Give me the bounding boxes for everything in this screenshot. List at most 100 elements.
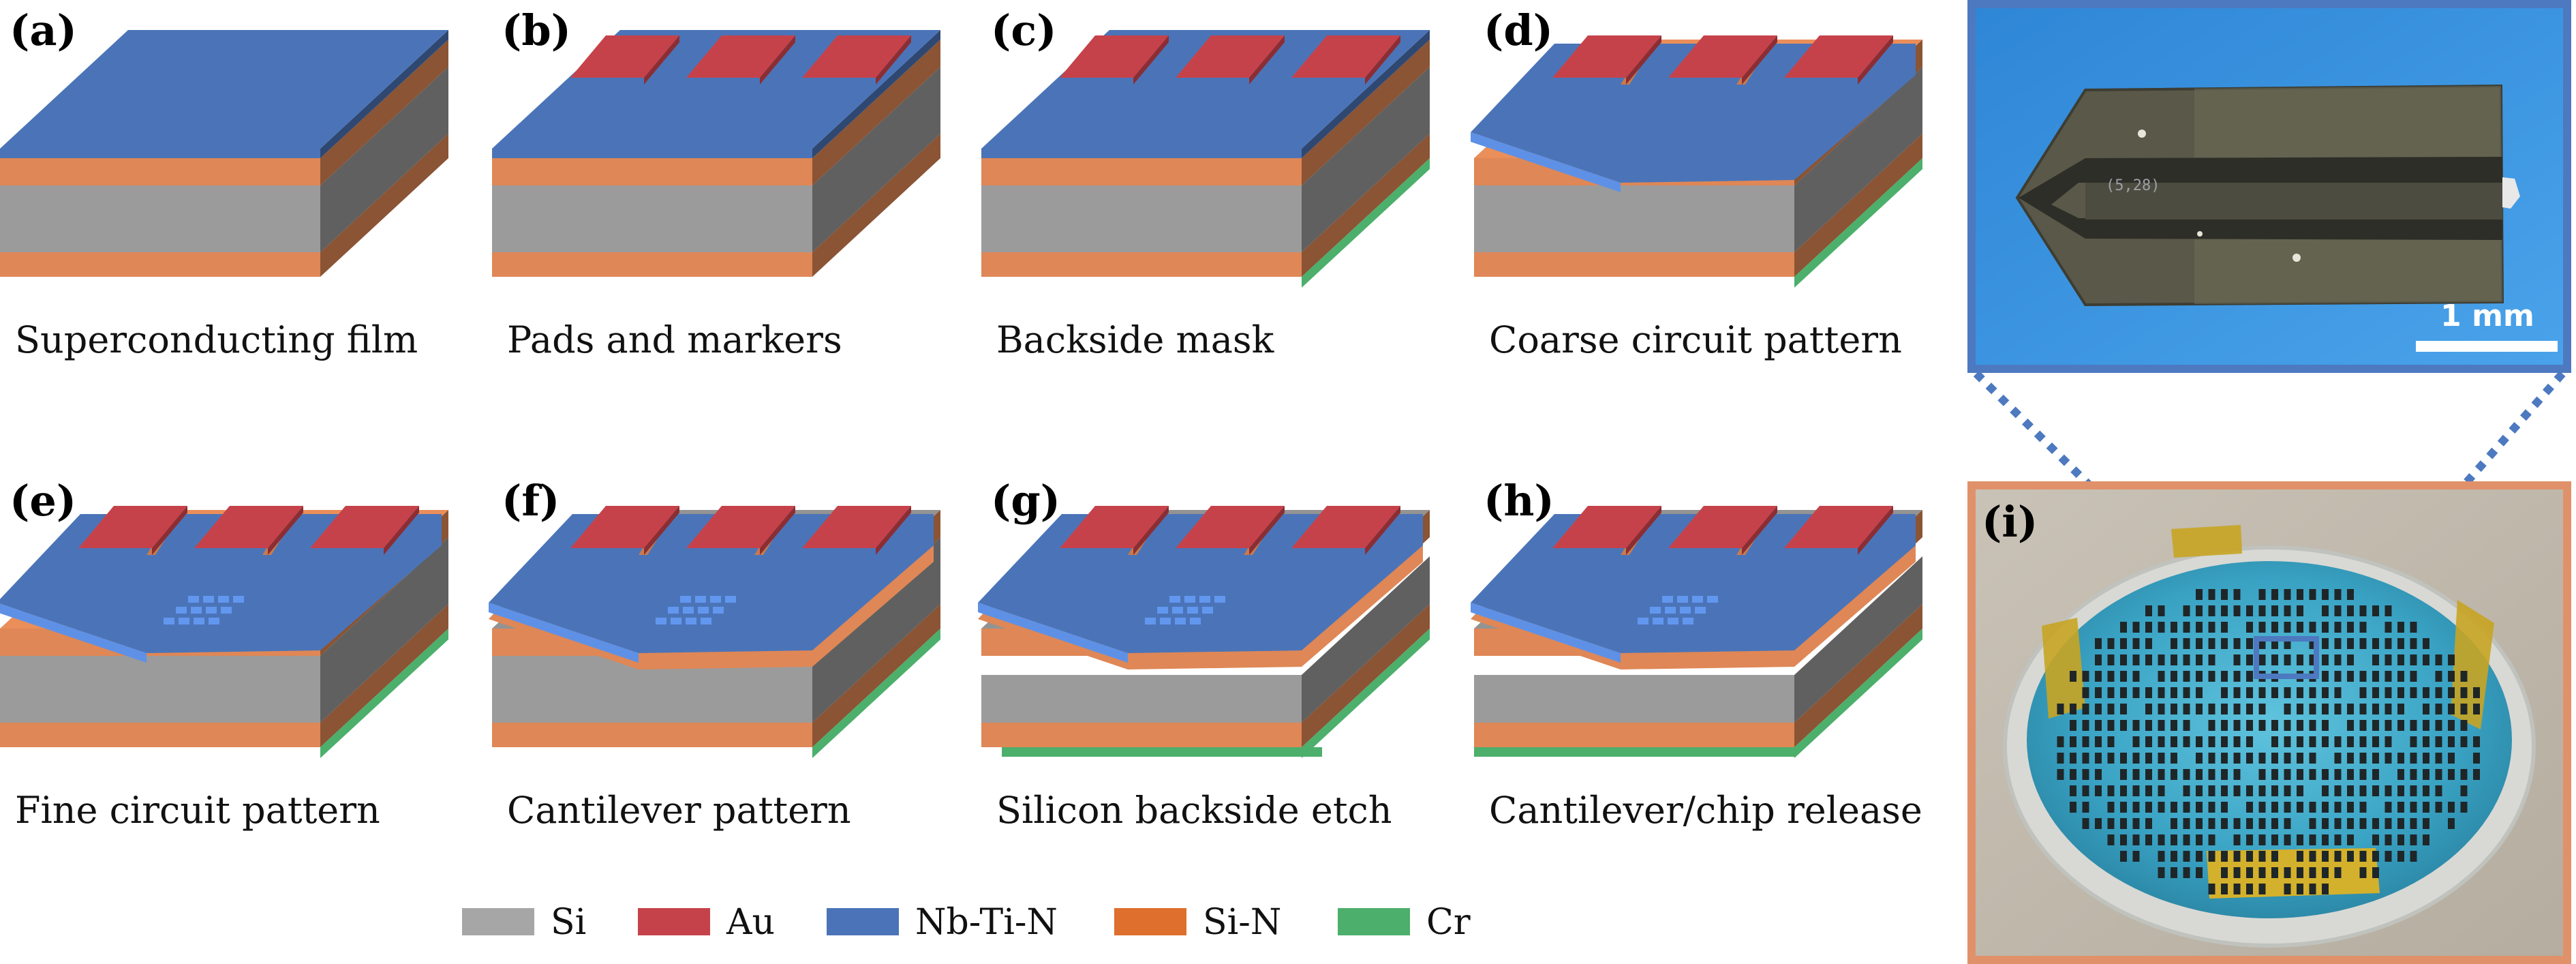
cr-side xyxy=(1794,158,1922,288)
wafer-chip xyxy=(2258,654,2266,665)
wafer-chip xyxy=(2132,753,2140,764)
wafer-chip xyxy=(2258,687,2266,698)
wafer-chip xyxy=(2322,867,2329,878)
wafer-chip xyxy=(2233,736,2241,747)
fine-structure xyxy=(1665,607,1676,614)
wafer-chip xyxy=(2196,769,2203,780)
wafer-chip xyxy=(2120,654,2127,665)
wafer-chip xyxy=(2359,818,2367,829)
au-pad xyxy=(1784,506,1893,548)
wafer-chip xyxy=(2258,785,2266,796)
wafer-chip xyxy=(2233,704,2241,714)
wafer-chip xyxy=(2334,622,2342,633)
wafer-chip xyxy=(2372,834,2379,845)
wafer-chip xyxy=(2385,622,2392,633)
au-pad-side xyxy=(760,35,795,85)
wafer-chip xyxy=(2397,769,2404,780)
si-n-bottom-side xyxy=(1794,134,1922,277)
fine-structure xyxy=(668,607,679,614)
nb-ti-n-edge xyxy=(1471,603,1621,663)
panel-label: (a) xyxy=(10,5,77,55)
wafer-chip xyxy=(2334,818,2342,829)
wafer-chip xyxy=(2221,720,2228,731)
wafer-chip xyxy=(2233,605,2241,616)
si-core-front xyxy=(492,185,812,252)
wafer-chip xyxy=(2171,671,2177,682)
wafer-chip xyxy=(2284,867,2291,878)
au-pad-side xyxy=(760,506,795,555)
wafer-chip xyxy=(2309,638,2316,649)
wafer-chip xyxy=(2397,802,2404,813)
fine-structure xyxy=(218,596,229,603)
wafer-chip xyxy=(2171,704,2177,714)
scale-bar xyxy=(2416,341,2558,352)
wafer-chip xyxy=(2183,834,2190,845)
wafer-chip xyxy=(2196,671,2203,682)
wafer-chip xyxy=(2221,622,2228,633)
si-n-bottom-side xyxy=(1302,604,1430,747)
wafer-chip xyxy=(2410,753,2417,764)
wafer-chip xyxy=(2196,622,2203,633)
fine-structure xyxy=(1184,596,1195,603)
nb-ti-n-cantilever xyxy=(1471,44,1916,183)
fine-structure xyxy=(1202,607,1213,614)
wafer-chip xyxy=(2246,785,2253,796)
wafer-chip xyxy=(2107,687,2115,698)
wafer-chip xyxy=(2132,654,2140,665)
cr-side xyxy=(1302,158,1430,288)
wafer-chip xyxy=(2107,785,2115,796)
au-pad-side xyxy=(1365,506,1400,555)
wafer-chip xyxy=(2196,605,2203,616)
wafer-chip xyxy=(2385,851,2392,862)
wafer-chip xyxy=(2158,720,2165,731)
wafer-chip xyxy=(2284,753,2291,764)
fine-structure xyxy=(206,607,217,614)
wafer-chip xyxy=(2309,687,2316,698)
wafer-chip xyxy=(2070,753,2076,764)
wafer-chip xyxy=(2423,638,2429,649)
wafer-chip xyxy=(2309,704,2316,714)
au-pad xyxy=(310,506,419,548)
fine-structure xyxy=(1199,596,1210,603)
wafer-chip xyxy=(2322,851,2329,862)
layer-stack xyxy=(1471,506,1922,758)
wafer-chip xyxy=(2246,736,2253,747)
fine-structure xyxy=(1653,618,1663,624)
wafer-chip xyxy=(2271,687,2278,698)
wafer-chip xyxy=(2284,704,2291,714)
fine-structure xyxy=(1677,596,1688,603)
wafer-chip xyxy=(2183,638,2190,649)
wafer-chip xyxy=(2460,671,2468,682)
fine-structure xyxy=(1160,618,1171,624)
wafer-chip xyxy=(2448,818,2455,829)
wafer-chip xyxy=(2410,638,2417,649)
wafer-chip xyxy=(2410,720,2417,731)
au-pad xyxy=(686,506,795,548)
panel-caption: Silicon backside etch xyxy=(996,789,1392,832)
wafer-chip xyxy=(2246,654,2253,665)
wafer-chip xyxy=(2397,851,2404,862)
wafer-chip xyxy=(2423,785,2429,796)
wafer-chip xyxy=(2095,720,2102,731)
wafer-chip xyxy=(2145,753,2152,764)
wafer-chip xyxy=(2271,769,2278,780)
fine-structure xyxy=(698,607,709,614)
si-n-top-side xyxy=(320,40,448,185)
wafer-chip xyxy=(2334,654,2342,665)
wafer-chip xyxy=(2322,622,2329,633)
wafer-chip xyxy=(2208,638,2215,649)
wafer-chip xyxy=(2284,884,2291,894)
wafer-chip xyxy=(2258,769,2266,780)
wafer-chip xyxy=(2196,687,2203,698)
wafer-chip xyxy=(2397,720,2404,731)
wafer-chip xyxy=(2132,785,2140,796)
wafer-chip xyxy=(2322,589,2329,600)
wafer-chip xyxy=(2057,704,2064,714)
wafer-chip xyxy=(2271,753,2278,764)
wafer-chip xyxy=(2095,785,2102,796)
wafer-chip xyxy=(2347,818,2354,829)
wafer-chip xyxy=(2334,687,2342,698)
legend-swatch xyxy=(1114,908,1186,935)
wafer-chip xyxy=(2322,769,2329,780)
au-pad-side xyxy=(876,35,911,85)
